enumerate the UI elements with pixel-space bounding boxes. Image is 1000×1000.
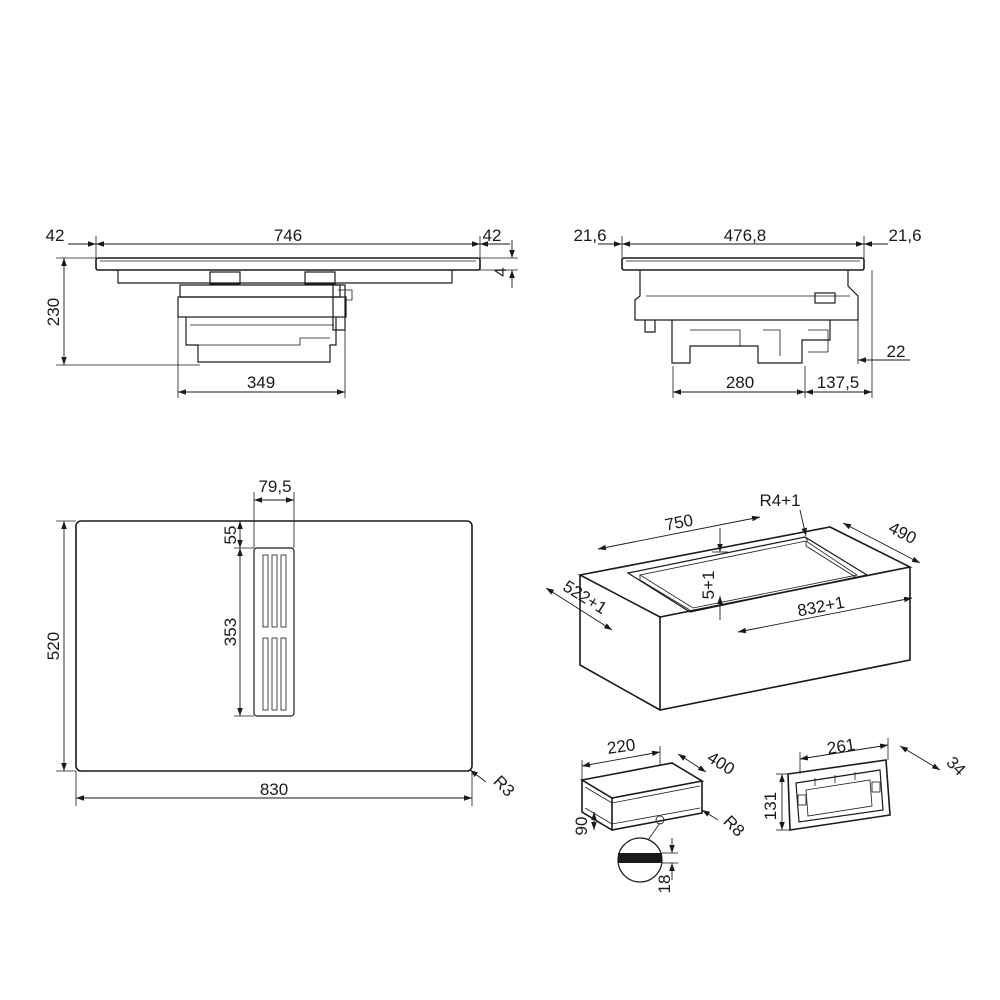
cutout-depth-label: 490	[886, 518, 920, 548]
side-motor-width-label: 280	[726, 373, 754, 392]
top-vent-length-label: 353	[221, 618, 240, 646]
duct-width-label: 220	[606, 735, 637, 758]
adapter-view: 261 34 131	[761, 735, 969, 831]
cutout-corner-radius-label: R4+1	[759, 491, 800, 510]
top-vent-width-label: 79,5	[258, 477, 291, 496]
side-left-overhang-label: 21,6	[573, 226, 606, 245]
adapter-height-label: 131	[761, 792, 780, 820]
side-motor-offset-label: 137,5	[817, 373, 860, 392]
front-view: 42 746 42 4 230 349	[44, 226, 518, 398]
front-left-overhang-label: 42	[46, 226, 65, 245]
duct-height-label: 90	[572, 817, 591, 836]
cutout-outer-width-label: 832+1	[796, 593, 846, 621]
adapter-depth-label: 34	[942, 753, 969, 780]
front-glass-thickness-label: 4	[491, 267, 510, 276]
duct-view: 220 400 90 R8 18	[572, 735, 748, 893]
front-top-width-label: 746	[274, 226, 302, 245]
front-height-label: 230	[44, 298, 63, 326]
side-view: 21,6 476,8 21,6 22 280 137,5	[573, 226, 922, 398]
top-width-label: 830	[260, 780, 288, 799]
duct-radius-label: R8	[719, 812, 748, 841]
front-body-width-label: 349	[247, 373, 275, 392]
side-rear-offset-label: 22	[887, 342, 906, 361]
side-right-overhang-label: 21,6	[888, 226, 921, 245]
top-corner-radius-label: R3	[489, 772, 518, 801]
cutout-rebate-depth-label: 5+1	[699, 571, 718, 600]
top-view: 79,5 55 353 520 830 R3	[44, 477, 518, 806]
cutout-view: R4+1 750 490 5+1 522+1 832+1	[545, 491, 921, 711]
adapter-width-label: 261	[826, 735, 857, 758]
top-depth-label: 520	[44, 632, 63, 660]
duct-length-label: 400	[704, 748, 738, 779]
top-vent-offset-label: 55	[221, 526, 240, 545]
side-top-width-label: 476,8	[724, 226, 767, 245]
front-right-overhang-label: 42	[483, 226, 502, 245]
cutout-outer-depth-label: 522+1	[560, 577, 611, 618]
duct-thickness-label: 18	[655, 875, 674, 894]
